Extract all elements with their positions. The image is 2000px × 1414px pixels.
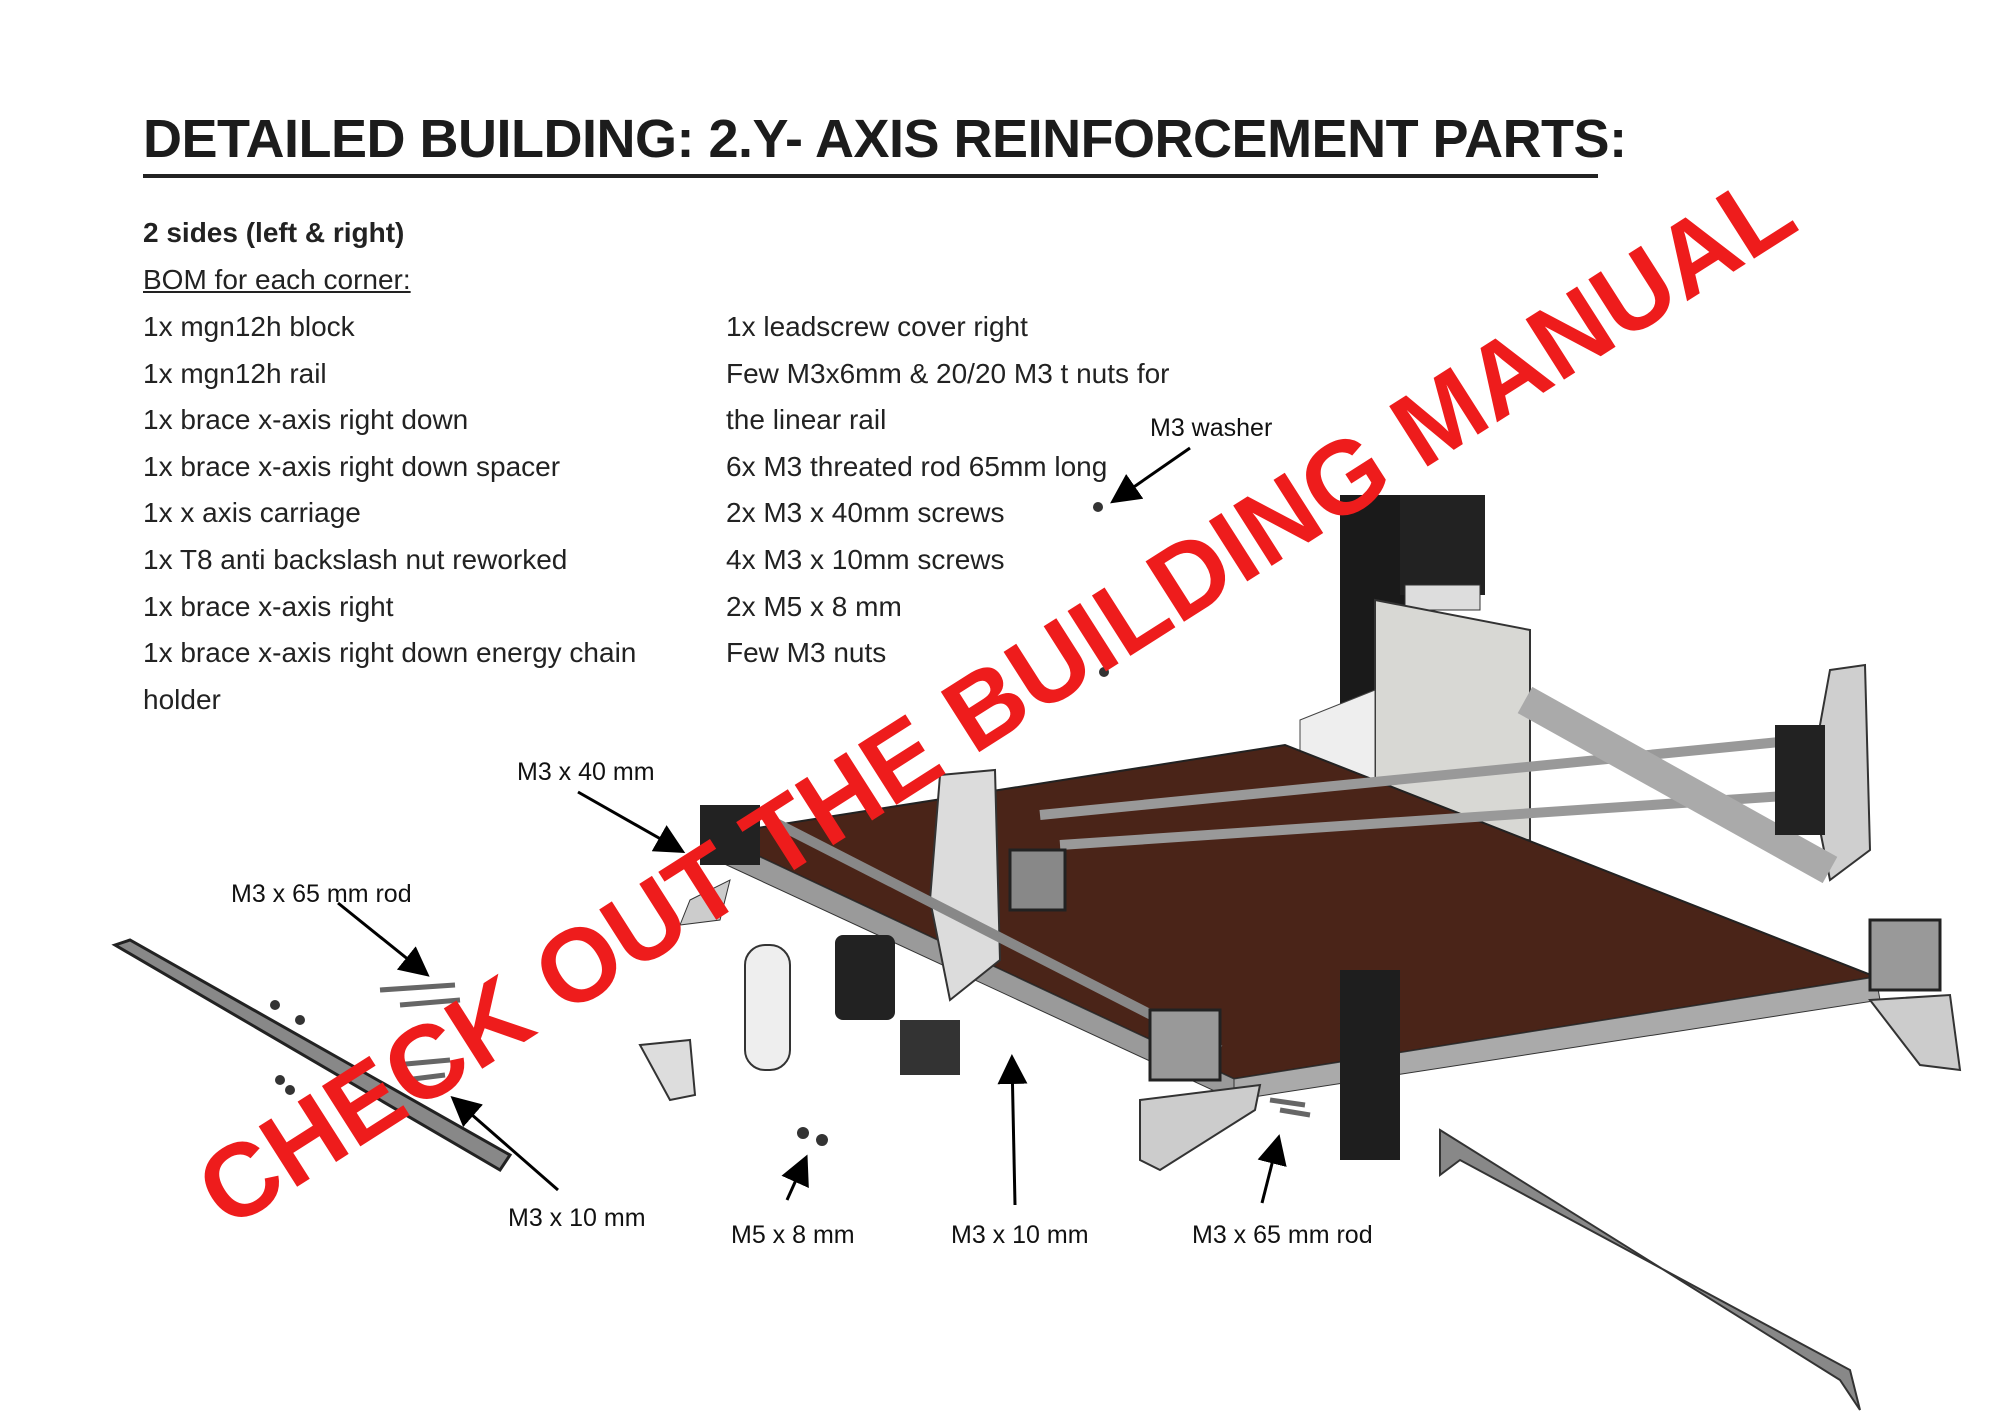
- callout-m3x10-left: M3 x 10 mm: [508, 1204, 646, 1232]
- stepper-motor: [1148, 1008, 1222, 1082]
- small-bracket: [638, 1038, 697, 1102]
- linear-rail: [111, 938, 513, 1173]
- foot-bracket: [1868, 993, 1962, 1072]
- list-item: 1x mgn12h rail: [143, 358, 327, 389]
- page-title: DETAILED BUILDING: 2.Y- AXIS REINFORCEME…: [143, 109, 1627, 169]
- left-gantry-plate: [928, 768, 1002, 1002]
- foot-bracket: [1139, 1083, 1262, 1172]
- stepper-motor: [1868, 918, 1942, 992]
- list-item: holder: [143, 684, 221, 715]
- stepper-motor: [1008, 848, 1067, 912]
- list-item: 6x M3 threated rod 65mm long: [726, 451, 1108, 482]
- list-item: Few M3x6mm & 20/20 M3 t nuts for: [726, 358, 1170, 389]
- callout-m3x10-center: M3 x 10 mm: [951, 1221, 1089, 1249]
- callout-rod-right: M3 x 65 mm rod: [1192, 1221, 1373, 1249]
- list-item: 2x M3 x 40mm screws: [726, 497, 1005, 528]
- nut-block: [900, 1020, 960, 1075]
- callout-m3x40: M3 x 40 mm: [517, 758, 655, 786]
- list-item: 4x M3 x 10mm screws: [726, 544, 1005, 575]
- sides-note: 2 sides (left & right): [143, 217, 405, 248]
- callout-m5x8: M5 x 8 mm: [731, 1221, 855, 1249]
- list-item: Few M3 nuts: [726, 637, 887, 668]
- list-item: 1x mgn12h block: [143, 311, 355, 342]
- callout-rod-left: M3 x 65 mm rod: [231, 880, 412, 908]
- foot-bracket: [679, 879, 731, 926]
- list-item: 1x brace x-axis right: [143, 591, 394, 622]
- leadscrew-cover: [1340, 970, 1400, 1160]
- list-item: 1x brace x-axis right down energy chain: [143, 637, 637, 668]
- list-item: 1x leadscrew cover right: [726, 311, 1028, 342]
- list-item: 1x brace x-axis right down: [143, 404, 469, 435]
- angle-profile: [1439, 1128, 1861, 1411]
- bom-heading: BOM for each corner:: [143, 264, 411, 295]
- list-item: the linear rail: [726, 404, 887, 435]
- carriage-block: [835, 935, 895, 1020]
- list-item: 1x x axis carriage: [143, 497, 361, 528]
- list-item: 1x brace x-axis right down spacer: [143, 451, 561, 482]
- callout-washer: M3 washer: [1150, 414, 1273, 442]
- list-item: 2x M5 x 8 mm: [726, 591, 902, 622]
- list-item: 1x T8 anti backslash nut reworked: [143, 544, 568, 575]
- brace-spacer: [744, 944, 791, 1071]
- title-underline: [143, 174, 1598, 178]
